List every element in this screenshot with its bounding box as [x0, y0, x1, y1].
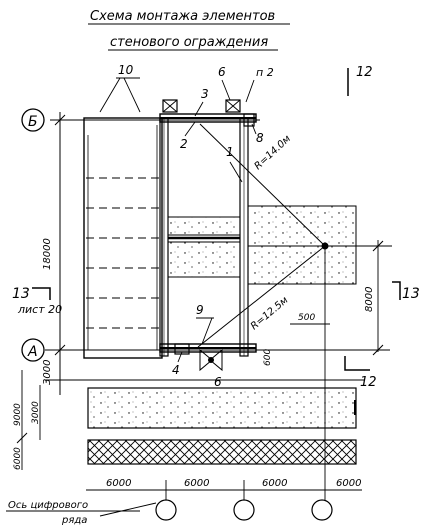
- section-12-bottom-mark: [344, 356, 370, 371]
- axis-b-label: Б: [28, 114, 38, 130]
- axis-b-marker: [21, 108, 45, 132]
- dim-18000: 18000: [42, 238, 53, 270]
- dim-8000: 8000: [364, 287, 375, 312]
- callout-4: 4: [172, 363, 180, 377]
- span-4: 6000: [336, 478, 361, 489]
- wall-panel-stack: [83, 117, 163, 359]
- bottom-clamp: [174, 343, 223, 372]
- slab-upper: [167, 216, 241, 236]
- dim-500: 500: [298, 313, 315, 323]
- callout-9: 9: [196, 303, 204, 317]
- top-clamp-left: [162, 99, 178, 113]
- callout-8: 8: [256, 131, 264, 145]
- callout-1: 1: [226, 145, 234, 159]
- clamp-8: [243, 113, 255, 127]
- callout-3: 3: [201, 87, 209, 101]
- section-sheet-ref: лист 20: [17, 303, 62, 316]
- slab-right-upper: [247, 205, 357, 247]
- callout-6-bottom: 6: [214, 375, 222, 389]
- radius-small-line: [197, 245, 326, 348]
- dim-600: 600: [263, 349, 273, 366]
- title-line1: Схема монтажа элементов: [90, 9, 275, 24]
- section-13-right: 13: [402, 286, 420, 302]
- slab-right-lower: [247, 245, 357, 285]
- span-3: 6000: [262, 478, 287, 489]
- section-12-top: 12: [356, 65, 373, 80]
- axis-a-marker: [21, 338, 45, 362]
- radius-small-label: R=12.5м: [249, 295, 291, 333]
- axis-a-label: А: [27, 344, 38, 360]
- section-13-right-mark: [392, 281, 401, 300]
- section-12-bottom: 12: [360, 375, 377, 390]
- lower-hatched-strip: [87, 439, 357, 465]
- dim-3000-lower: 3000: [31, 401, 41, 424]
- title-line2: стенового ограждения: [110, 35, 268, 50]
- dim-6000-lower: 6000: [13, 447, 23, 470]
- axis-circles: [155, 480, 333, 521]
- section-13-left: 13: [12, 286, 30, 302]
- dim-9000: 9000: [13, 403, 23, 426]
- callout-10: 10: [118, 63, 134, 77]
- dim-3000-left: 3000: [42, 360, 53, 385]
- callout-2: 2: [180, 137, 188, 151]
- lower-slab: [87, 387, 357, 429]
- footer-axis-line1: Ось цифрового: [8, 500, 88, 511]
- top-clamp-right: [225, 99, 241, 113]
- callout-6-top: 6: [218, 65, 226, 79]
- radius-large-line: [199, 123, 326, 247]
- span-2: 6000: [184, 478, 209, 489]
- footer-axis-line2: ряда: [61, 515, 87, 526]
- span-1: 6000: [106, 478, 131, 489]
- section-13-left-mark: [32, 287, 51, 300]
- point-p2-label: п 2: [256, 66, 274, 79]
- slab-middle-left: [167, 241, 241, 278]
- panel-joints: [86, 177, 160, 329]
